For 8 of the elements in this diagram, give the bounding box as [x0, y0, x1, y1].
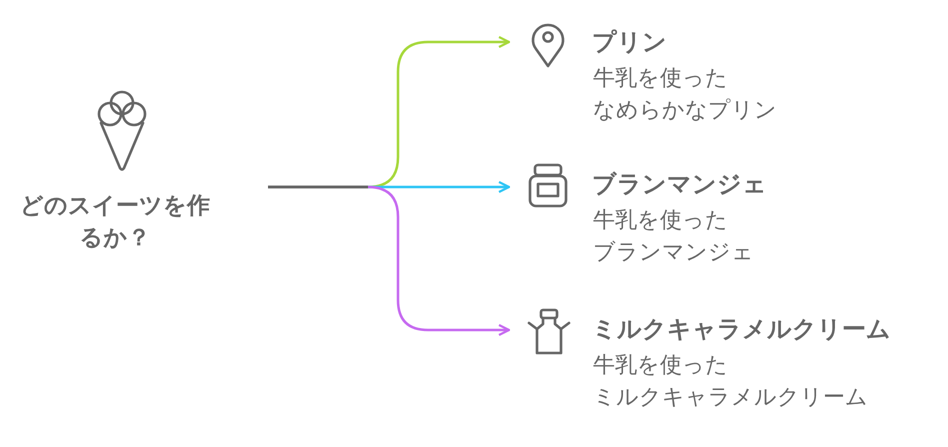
item-description: 牛乳を使ったミルクキャラメルクリーム — [593, 352, 868, 412]
item-description: 牛乳を使ったブランマンジェ — [593, 207, 754, 267]
item-heading: ブランマンジェ — [592, 169, 767, 199]
item-description: 牛乳を使ったなめらかなプリン — [593, 65, 777, 125]
item-heading: プリン — [592, 27, 667, 57]
question-text: どのスイーツを作るか？ — [19, 192, 211, 253]
branch-arrow — [268, 186, 510, 336]
item-heading: ミルクキャラメルクリーム — [592, 314, 891, 344]
